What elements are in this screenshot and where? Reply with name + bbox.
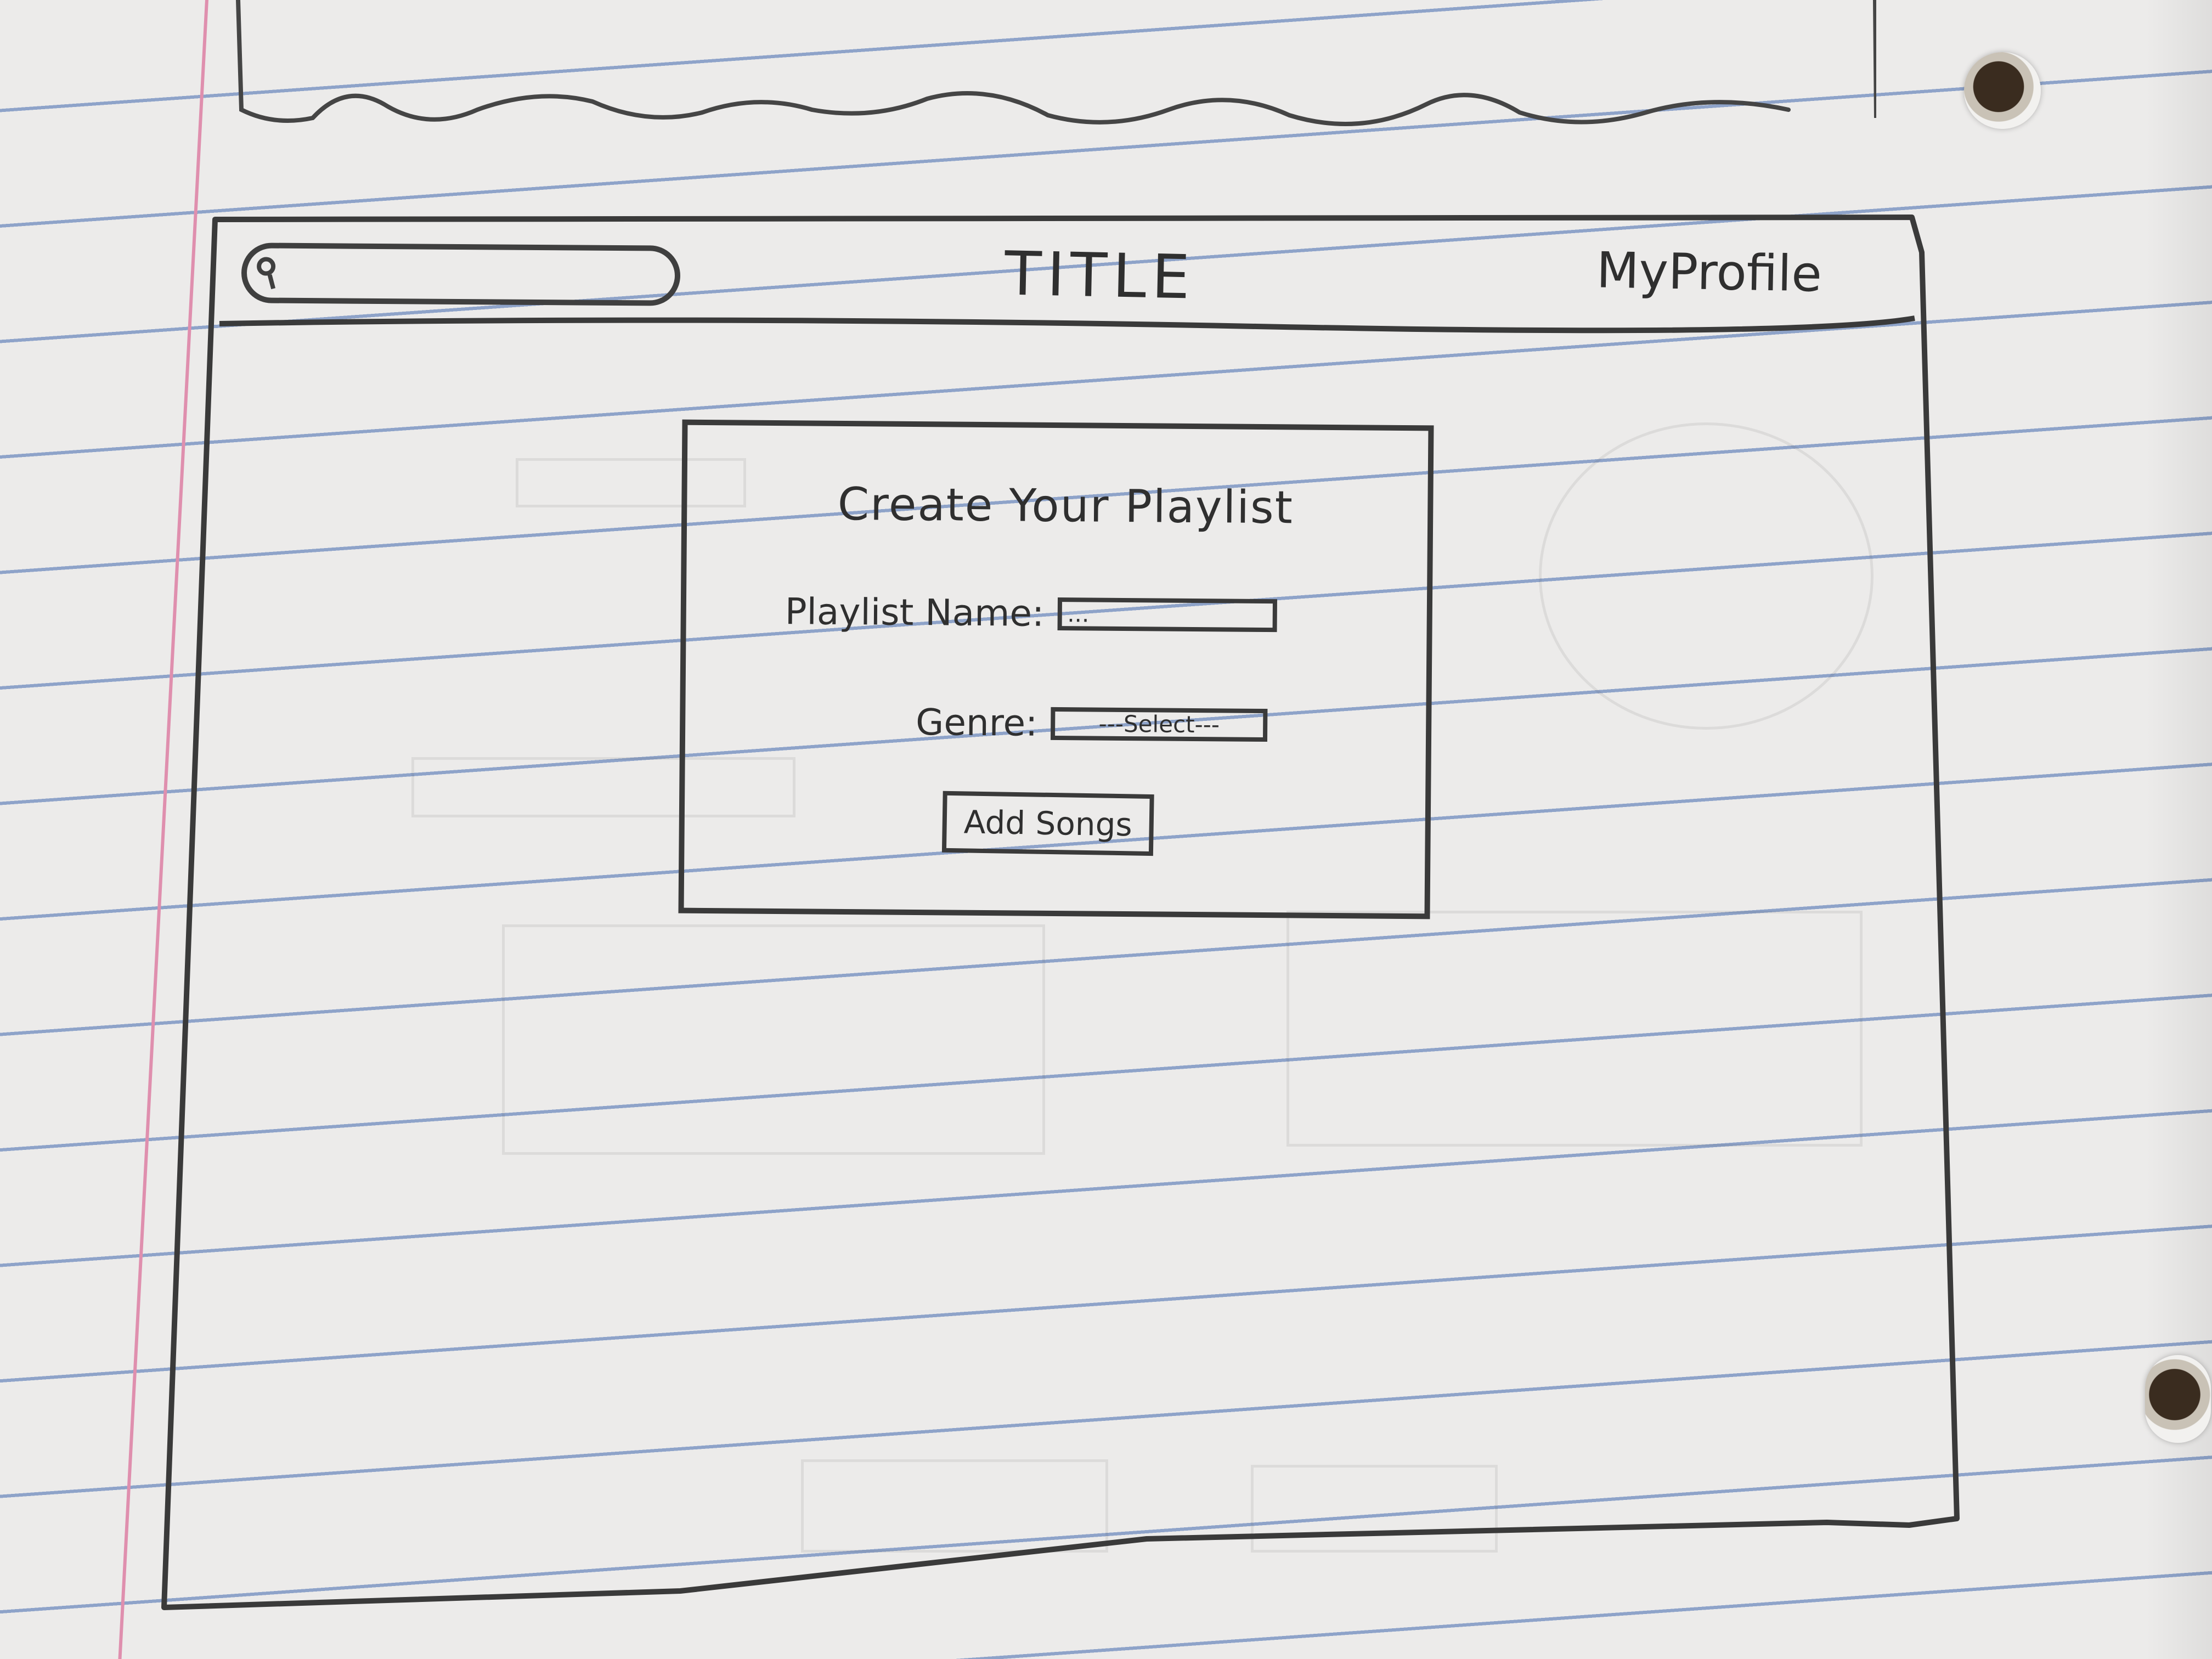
page-title: TITLE (1003, 238, 1197, 313)
faint-background-panel-left (502, 924, 1045, 1155)
genre-label: Genre: (915, 701, 1038, 744)
header-divider (219, 315, 1915, 334)
faint-bottom-box-left (801, 1459, 1108, 1553)
faint-background-button (411, 757, 795, 817)
previous-sketch-fragment (230, 0, 1878, 143)
faint-background-circle (1539, 422, 1874, 730)
faint-bottom-box-right (1251, 1465, 1498, 1553)
faint-background-field (516, 458, 746, 507)
add-songs-button[interactable]: Add Songs (941, 791, 1154, 856)
faint-background-panel-right (1286, 911, 1863, 1147)
my-profile-link[interactable]: MyProfile (1596, 241, 1822, 303)
genre-select[interactable]: ---Select--- (1051, 707, 1268, 742)
playlist-wireframe: TITLE MyProfile Create Your Playlist Pla… (159, 214, 2063, 1618)
playlist-name-label: Playlist Name: (785, 590, 1045, 635)
wavy-bottom-line (236, 0, 1791, 126)
genre-row: Genre: ---Select--- (916, 701, 1268, 746)
app-header: TITLE MyProfile (219, 219, 1975, 321)
app-window-frame (161, 215, 1960, 1610)
modal-title: Create Your Playlist (837, 478, 1294, 534)
playlist-name-row: Playlist Name: (785, 590, 1277, 636)
search-icon (256, 257, 276, 276)
spiral-hole-bottom (2145, 1355, 2211, 1443)
create-playlist-modal: Create Your Playlist Playlist Name: Genr… (678, 419, 1434, 919)
right-edge-line (1873, 0, 1878, 119)
previous-sketch-lines (236, 0, 1878, 126)
playlist-name-input[interactable] (1057, 597, 1277, 632)
wireframe-outline (161, 215, 1960, 1610)
genre-select-text: ---Select--- (1098, 710, 1220, 738)
search-bar[interactable] (241, 242, 681, 306)
spiral-hole-top (1964, 52, 2041, 129)
